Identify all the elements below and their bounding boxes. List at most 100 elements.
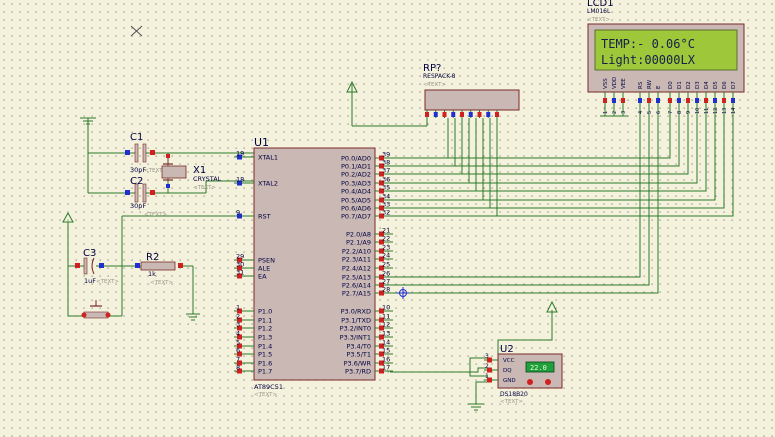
mcu-part: AT89C51 (254, 383, 283, 391)
mcu-pin-name: P3.7/RD (345, 368, 371, 376)
mcu-pin-marker-icon (379, 351, 384, 357)
c1-plate-left (134, 143, 139, 163)
capacitor-c2[interactable]: C2 30pF <TEXT> (125, 176, 167, 218)
lcd-pin-marker-icon (603, 98, 607, 103)
reset-button[interactable] (81, 300, 111, 319)
mcu-pin-name: P0.4/AD4 (341, 188, 371, 196)
mcu-pin-marker-icon (237, 368, 242, 374)
sensor-down-button-icon[interactable] (527, 379, 533, 385)
mcu-pin-number: 23 (382, 244, 390, 252)
lcd-pin-marker-icon (612, 98, 616, 103)
c1-ref: C1 (130, 132, 143, 143)
c1-value: 30pF (130, 166, 146, 174)
mcu-pin-marker-icon (237, 360, 242, 366)
mcu-pin-number: 1 (236, 304, 240, 312)
lcd-pin-number: 2 (612, 111, 618, 114)
lcd-pin-name: D4 (704, 81, 710, 89)
mcu-pin-marker-icon (379, 334, 384, 340)
button-body (83, 311, 109, 319)
mcu-pin-name: P0.2/AD2 (341, 171, 371, 179)
mcu-pin-marker-icon (379, 274, 384, 280)
mcu-pin-name: P3.3/INT1 (340, 334, 371, 342)
crystal-x1[interactable]: X1 CRYSTAL <TEXT> (161, 154, 222, 191)
mcu-pin-marker-icon (379, 325, 384, 331)
mcu-text-tag: <TEXT> (254, 392, 277, 398)
lcd-pin-number: 4 (638, 111, 644, 114)
button-contact-icon (81, 312, 87, 318)
rp-pin-marker-icon (460, 112, 464, 117)
c2-text-tag: <TEXT> (144, 212, 167, 218)
mcu-pin-marker-icon (237, 317, 242, 323)
ground-symbol-r2-icon (186, 313, 200, 321)
c2-plate-left (134, 183, 139, 203)
mcu-pin-number: 37 (382, 167, 390, 175)
lcd-pin-number: 3 (621, 111, 627, 114)
c3-text-tag: <TEXT> (96, 279, 119, 285)
lcd-pin-marker-icon (704, 98, 708, 103)
mcu-pin-number: 9 (236, 209, 240, 217)
mcu-pin-number: 27 (382, 278, 390, 286)
mcu-pin-marker-icon (379, 155, 384, 161)
mcu-pin-number: 16 (382, 356, 390, 364)
mcu-pin-number: 2 (236, 313, 240, 321)
resistor-r2[interactable]: R2 1k <TEXT> (135, 252, 183, 286)
mcu-pin-name: P0.7/AD7 (341, 213, 371, 221)
rp-pin-marker-icon (486, 112, 491, 117)
lcd-pin-marker-icon (722, 98, 726, 103)
mcu-pin-name: P0.5/AD5 (341, 197, 371, 205)
mcu-pin-name: P2.1/A9 (346, 239, 371, 247)
r2-pin-icon (135, 263, 140, 268)
mcu-ref: U1 (254, 136, 269, 149)
capacitor-c3[interactable]: C3 1uF <TEXT> (75, 248, 119, 285)
lcd-pin-marker-icon (686, 98, 690, 103)
mcu-pin-marker-icon (379, 213, 384, 219)
rp-pin-marker-icon (442, 112, 447, 117)
rp-pin-marker-icon (477, 112, 482, 117)
mcu-pin-name: RST (258, 213, 271, 221)
mcu-pin-name: P1.7 (258, 368, 272, 376)
lcd-pin-marker-icon (656, 98, 660, 103)
mcu-pin-number: 39 (382, 151, 390, 159)
lcd-pin-name: RW (647, 79, 653, 89)
respack-rp[interactable]: RP? RESPACK-8 <TEXT> (423, 63, 520, 118)
rp-pin-marker-icon (425, 112, 429, 117)
mcu-pin-number: 15 (382, 347, 390, 355)
lcd-display[interactable]: TEMP:- 0.06°C Light:00000LX LCD1 LM016L … (587, 0, 745, 114)
c3-pin-icon (75, 263, 80, 268)
lcd-pin-number: 11 (704, 108, 710, 114)
mcu-pin-marker-icon (379, 231, 384, 237)
mcu-pin-number: 4 (236, 330, 240, 338)
mcu-pin-number: 8 (236, 364, 240, 372)
x1-text-tag: <TEXT> (193, 185, 216, 191)
sensor-pin-number: 1 (485, 373, 489, 380)
mcu-pin-name: P2.7/A15 (342, 290, 371, 298)
mcu-pin-number: 6 (236, 347, 240, 355)
mcu-pin-marker-icon (379, 248, 384, 254)
mcu-pin-marker-icon (379, 163, 384, 169)
mcu-pin-marker-icon (237, 334, 242, 340)
mcu-pin-marker-icon (379, 256, 384, 262)
rp-pin-marker-icon (451, 112, 456, 117)
c3-plate-curved (91, 257, 95, 275)
mcu-pin-number: 22 (382, 235, 390, 243)
c3-ref: C3 (83, 248, 96, 259)
rp-part: RESPACK-8 (423, 73, 456, 80)
lcd-part: LM016L (587, 8, 611, 15)
lcd-pin-number: 14 (731, 108, 737, 114)
mcu-pin-number: 31 (236, 269, 244, 277)
mcu-pin-number: 12 (382, 321, 390, 329)
mcu-pin-number: 19 (236, 150, 244, 158)
mcu-pin-name: P3.0/RXD (341, 308, 371, 316)
lcd-pin-number: 13 (722, 108, 728, 114)
lcd-pin-name: D7 (731, 81, 737, 89)
capacitor-c1[interactable]: C1 30pF <TEXT> (125, 132, 167, 174)
sensor-pin-name: VCC (503, 358, 515, 364)
lcd-pin-marker-icon (638, 98, 642, 103)
rp-text-tag: <TEXT> (423, 82, 446, 88)
mcu-pin-number: 26 (382, 270, 390, 278)
lcd-pin-number: 1 (603, 111, 609, 114)
sensor-up-button-icon[interactable] (545, 379, 551, 385)
